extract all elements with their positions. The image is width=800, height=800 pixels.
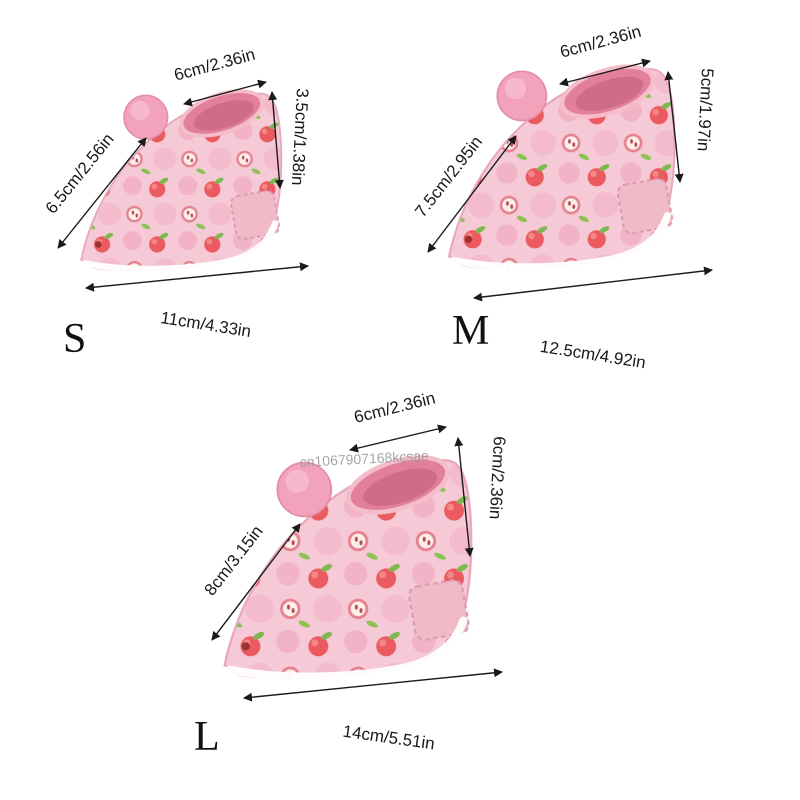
dimension-label-top-opening-l: 6cm/2.36in [352,388,437,427]
size-m-figure: 6cm/2.36in 5cm/1.97in 7.5cm/2.95in 12.5c… [411,22,717,373]
size-label-m: M [452,308,489,354]
dimension-arrow-sole-length-s [85,262,309,292]
size-l-figure: 6cm/2.36in 6cm/2.36in 8cm/3.15in 14cm/5.… [194,388,509,760]
size-label-l: L [194,714,220,760]
dimension-label-top-opening-s: 6cm/2.36in [172,45,257,85]
dimension-label-top-opening-m: 6cm/2.36in [558,22,643,62]
dimension-arrow-sole-length-l [243,668,503,702]
dimension-arrow-sole-length-m [473,266,713,302]
bootie-illustration-s [81,82,281,270]
dimension-label-cuff-height-m: 5cm/1.97in [694,68,717,152]
dimension-arrow-cuff-height-s [268,91,284,189]
dimension-arrow-instep-m [427,135,517,253]
dimension-label-sole-length-m: 12.5cm/4.92in [539,337,647,372]
dimension-label-cuff-height-l: 6cm/2.36in [486,436,509,520]
size-s-figure: 6cm/2.36in 3.5cm/1.38in 6.5cm/2.56in 11c… [42,45,312,362]
dimension-arrow-cuff-height-l [454,437,474,557]
bootie-illustration-l [225,447,472,678]
dimension-label-cuff-height-s: 3.5cm/1.38in [288,88,312,186]
watermark-text: cn1067907168kcsae [299,447,429,470]
dimension-arrow-instep-s [57,137,147,249]
bootie-illustration-m [449,57,674,269]
dimension-arrow-cuff-height-m [664,71,684,183]
dimension-arrow-instep-l [211,523,301,641]
dimension-arrow-top-opening-m [559,58,651,87]
dimension-arrow-top-opening-s [183,79,267,107]
dimension-label-sole-length-l: 14cm/5.51in [342,722,436,754]
dimension-label-sole-length-s: 11cm/4.33in [159,308,252,341]
size-label-s: S [63,316,86,362]
dimension-arrow-top-opening-l [349,424,447,453]
